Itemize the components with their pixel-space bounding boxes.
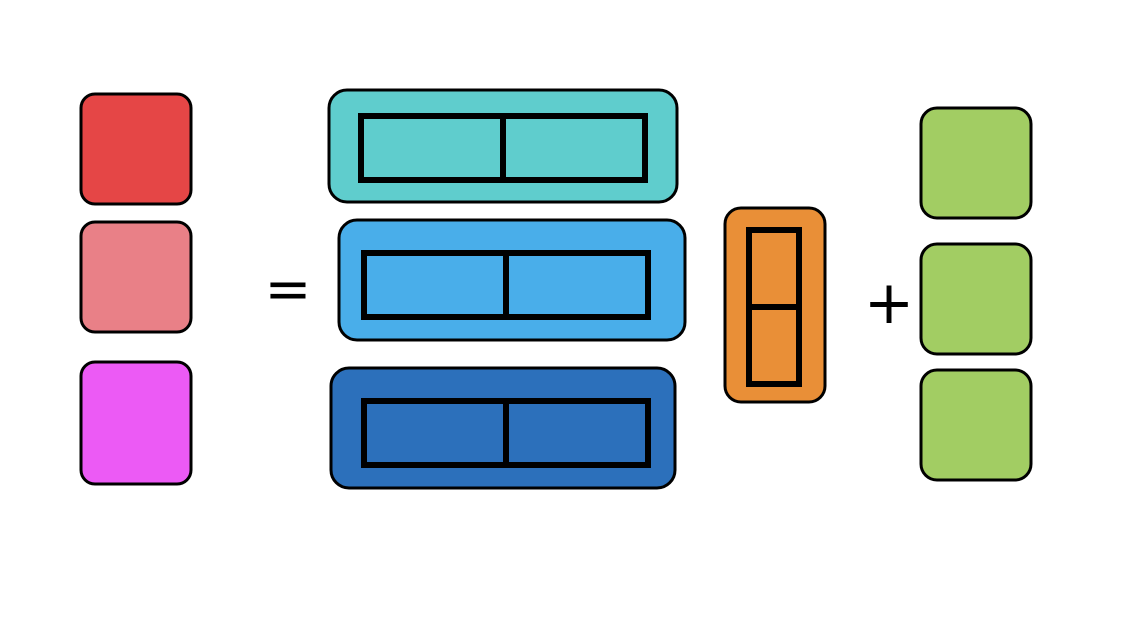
weight-row-1 [327,88,679,204]
output-vector [79,92,193,486]
output-cell-1 [79,92,193,206]
weight-matrix [327,88,687,490]
input-cell-2 [746,304,802,387]
output-cell-2 [79,220,193,334]
input-vector [723,206,827,404]
weight-row-2-cell-2 [503,250,651,320]
output-cell-3 [79,360,193,486]
weight-row-3-cell-2 [503,398,651,468]
weight-row-3 [329,366,677,490]
bias-cell-2 [919,242,1033,356]
weight-row-1-cell-2 [500,113,648,183]
bias-cell-1 [919,106,1033,220]
weight-row-2 [337,218,687,342]
equals-sign: = [265,257,312,322]
bias-vector [919,106,1033,482]
plus-sign: + [864,268,914,338]
bias-cell-3 [919,368,1033,482]
weight-row-2-container [337,218,687,342]
